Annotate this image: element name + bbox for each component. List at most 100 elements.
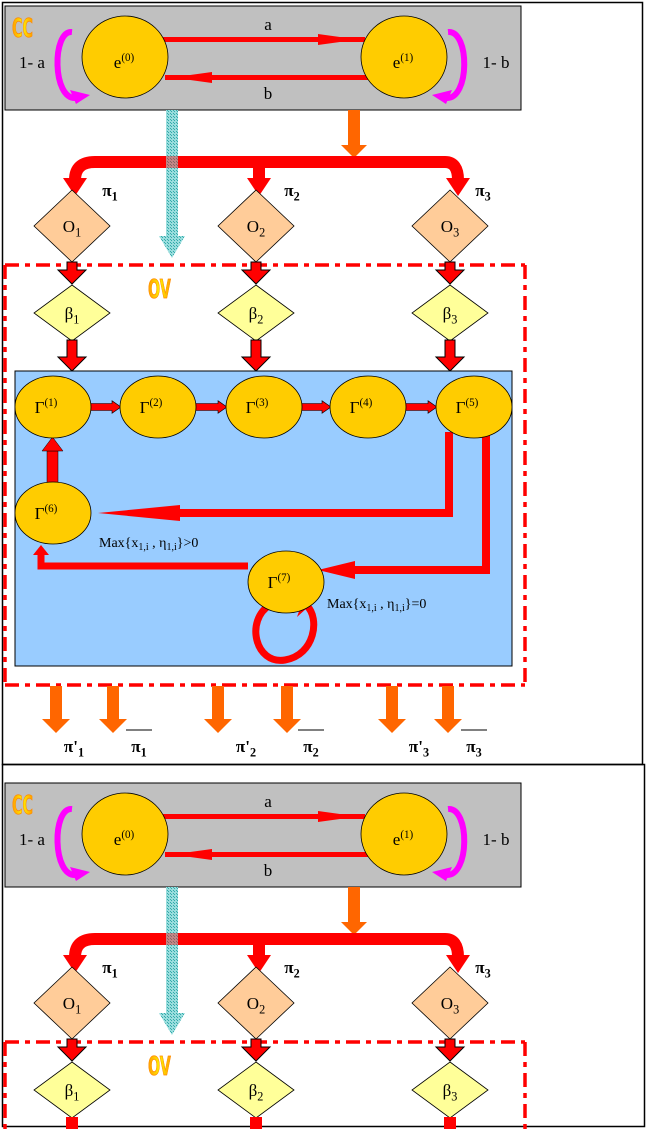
arrow-observer-to-beta-1 bbox=[56, 261, 88, 285]
observer-label-2: O2 bbox=[247, 217, 265, 239]
edge-b-label: b bbox=[264, 861, 273, 880]
arrow-observer-to-beta-1 bbox=[56, 1038, 88, 1062]
cc-logo: CC bbox=[12, 13, 33, 43]
state-e0-label: e(0) bbox=[114, 52, 135, 72]
beta-label-1: β1 bbox=[65, 304, 80, 326]
policy-label-3: π3 bbox=[475, 958, 490, 980]
cc-logo: CC bbox=[12, 790, 33, 820]
gamma-5 bbox=[435, 375, 513, 439]
beta-label-3: β3 bbox=[443, 1081, 458, 1103]
arrow-gamma6-to-gamma1-shaft bbox=[46, 450, 59, 488]
self-loop-0-label: 1- a bbox=[19, 830, 45, 849]
gamma-3 bbox=[225, 375, 303, 439]
splitter-middle-arrowhead bbox=[247, 955, 271, 973]
splitter-left-curve bbox=[69, 156, 96, 181]
arrow-gamma-2-to-3 bbox=[194, 400, 228, 414]
beta-label-2: β2 bbox=[249, 304, 264, 326]
ov-logo: OV bbox=[148, 1051, 171, 1081]
policy-label-2: π2 bbox=[284, 181, 299, 203]
output-arrow-3 bbox=[204, 686, 232, 733]
self-loop-0-label: 1- a bbox=[19, 53, 45, 72]
gamma-6 bbox=[14, 481, 92, 545]
self-loop-1-arrowhead bbox=[432, 90, 452, 104]
edge-a-label: a bbox=[264, 792, 272, 811]
arrow-observer-to-beta-3 bbox=[434, 1038, 466, 1062]
splitter-middle-stem bbox=[253, 939, 265, 955]
path-gamma7-to-gamma6 bbox=[37, 553, 248, 570]
observer-label-1: O1 bbox=[63, 217, 81, 239]
arrow-beta-to-gamma-2 bbox=[240, 339, 272, 372]
arrow-gamma6-to-gamma1-head bbox=[41, 436, 64, 452]
table-cell-bottom bbox=[1, 763, 646, 1128]
self-loop-1-label: 1- b bbox=[483, 53, 510, 72]
arrow-beta-stub-2 bbox=[250, 1117, 262, 1129]
arrowhead-gamma6-bottom bbox=[33, 545, 49, 555]
condition-zero-label: Max{x1,i , η1,i}=0 bbox=[327, 597, 426, 614]
splitter-right-arrowhead bbox=[446, 178, 470, 196]
path-gamma5-to-gamma6 bbox=[180, 432, 453, 517]
gamma7-self-loop bbox=[252, 602, 318, 664]
gamma-4 bbox=[329, 375, 407, 439]
arrow-beta-stub-3 bbox=[444, 1117, 456, 1129]
output-label-4: π2 bbox=[303, 737, 318, 759]
state-e1 bbox=[360, 15, 448, 99]
arrow-beta-to-gamma-3 bbox=[434, 339, 466, 372]
self-loop-0-arrow bbox=[54, 806, 77, 878]
state-e1 bbox=[360, 792, 448, 876]
edge-a-label: a bbox=[264, 15, 272, 34]
arrow-observer-to-beta-2 bbox=[240, 1038, 272, 1062]
gamma-label-5: Γ(5) bbox=[456, 397, 479, 417]
gamma-2 bbox=[119, 375, 197, 439]
policy-label-1: π1 bbox=[102, 181, 117, 203]
gamma-7 bbox=[247, 550, 325, 614]
edge-0-to-1-arrowhead bbox=[318, 811, 358, 822]
cyan-overlap bbox=[166, 156, 178, 168]
output-label-6: π3 bbox=[466, 737, 481, 759]
output-arrow-2 bbox=[99, 686, 127, 733]
beta-label-1: β1 bbox=[65, 1081, 80, 1103]
edge-0-to-1-arrow bbox=[160, 37, 365, 42]
self-loop-1-arrowhead bbox=[432, 867, 452, 881]
output-label-2: π1 bbox=[131, 737, 146, 759]
state-e1-label: e(1) bbox=[393, 52, 414, 72]
beta-label-3: β3 bbox=[443, 304, 458, 326]
orange-arrow-chain-out bbox=[341, 110, 367, 158]
orange-arrow-chain-out bbox=[341, 887, 367, 935]
self-loop-0-arrow bbox=[54, 29, 77, 101]
edge-1-to-0-arrowhead bbox=[172, 849, 212, 860]
condition-positive-label: Max{x1,i , η1,i}>0 bbox=[99, 536, 198, 553]
edge-1-to-0-arrow bbox=[165, 852, 370, 857]
beta-label-2: β2 bbox=[249, 1081, 264, 1103]
output-arrow-1 bbox=[42, 686, 70, 733]
policy-label-2: π2 bbox=[284, 958, 299, 980]
gamma-label-7: Γ(7) bbox=[268, 572, 291, 592]
arrow-gamma-1-to-2 bbox=[89, 400, 122, 414]
arrowhead-gamma6 bbox=[98, 505, 180, 521]
cyan-arrowhead bbox=[159, 1013, 185, 1035]
cyan-shaft bbox=[166, 887, 178, 1013]
edge-0-to-1-arrowhead bbox=[318, 34, 358, 45]
arrow-beta-stub-1 bbox=[66, 1117, 78, 1129]
arrow-gamma-4-to-5 bbox=[404, 400, 438, 414]
edge-b-label: b bbox=[264, 84, 273, 103]
splitter-middle-arrowhead bbox=[247, 178, 271, 196]
arrow-observer-to-beta-2 bbox=[240, 261, 272, 285]
arrowhead-gamma7 bbox=[318, 561, 355, 579]
arrow-gamma-3-to-4 bbox=[300, 400, 332, 414]
state-e1-label: e(1) bbox=[393, 829, 414, 849]
observer-label-2: O2 bbox=[247, 994, 265, 1016]
output-label-1: π'1 bbox=[64, 737, 84, 759]
self-loop-0-arrowhead bbox=[70, 867, 90, 881]
output-arrow-4 bbox=[273, 686, 301, 733]
output-arrow-6 bbox=[434, 686, 462, 733]
self-loop-1-arrow bbox=[445, 806, 468, 878]
gamma-label-2: Γ(2) bbox=[140, 397, 163, 417]
state-e0-label: e(0) bbox=[114, 829, 135, 849]
splitter-right-arrowhead bbox=[446, 955, 470, 973]
gamma-label-4: Γ(4) bbox=[350, 397, 373, 417]
output-label-3: π'2 bbox=[236, 737, 256, 759]
state-e0 bbox=[81, 15, 169, 99]
gamma-label-3: Γ(3) bbox=[246, 397, 269, 417]
